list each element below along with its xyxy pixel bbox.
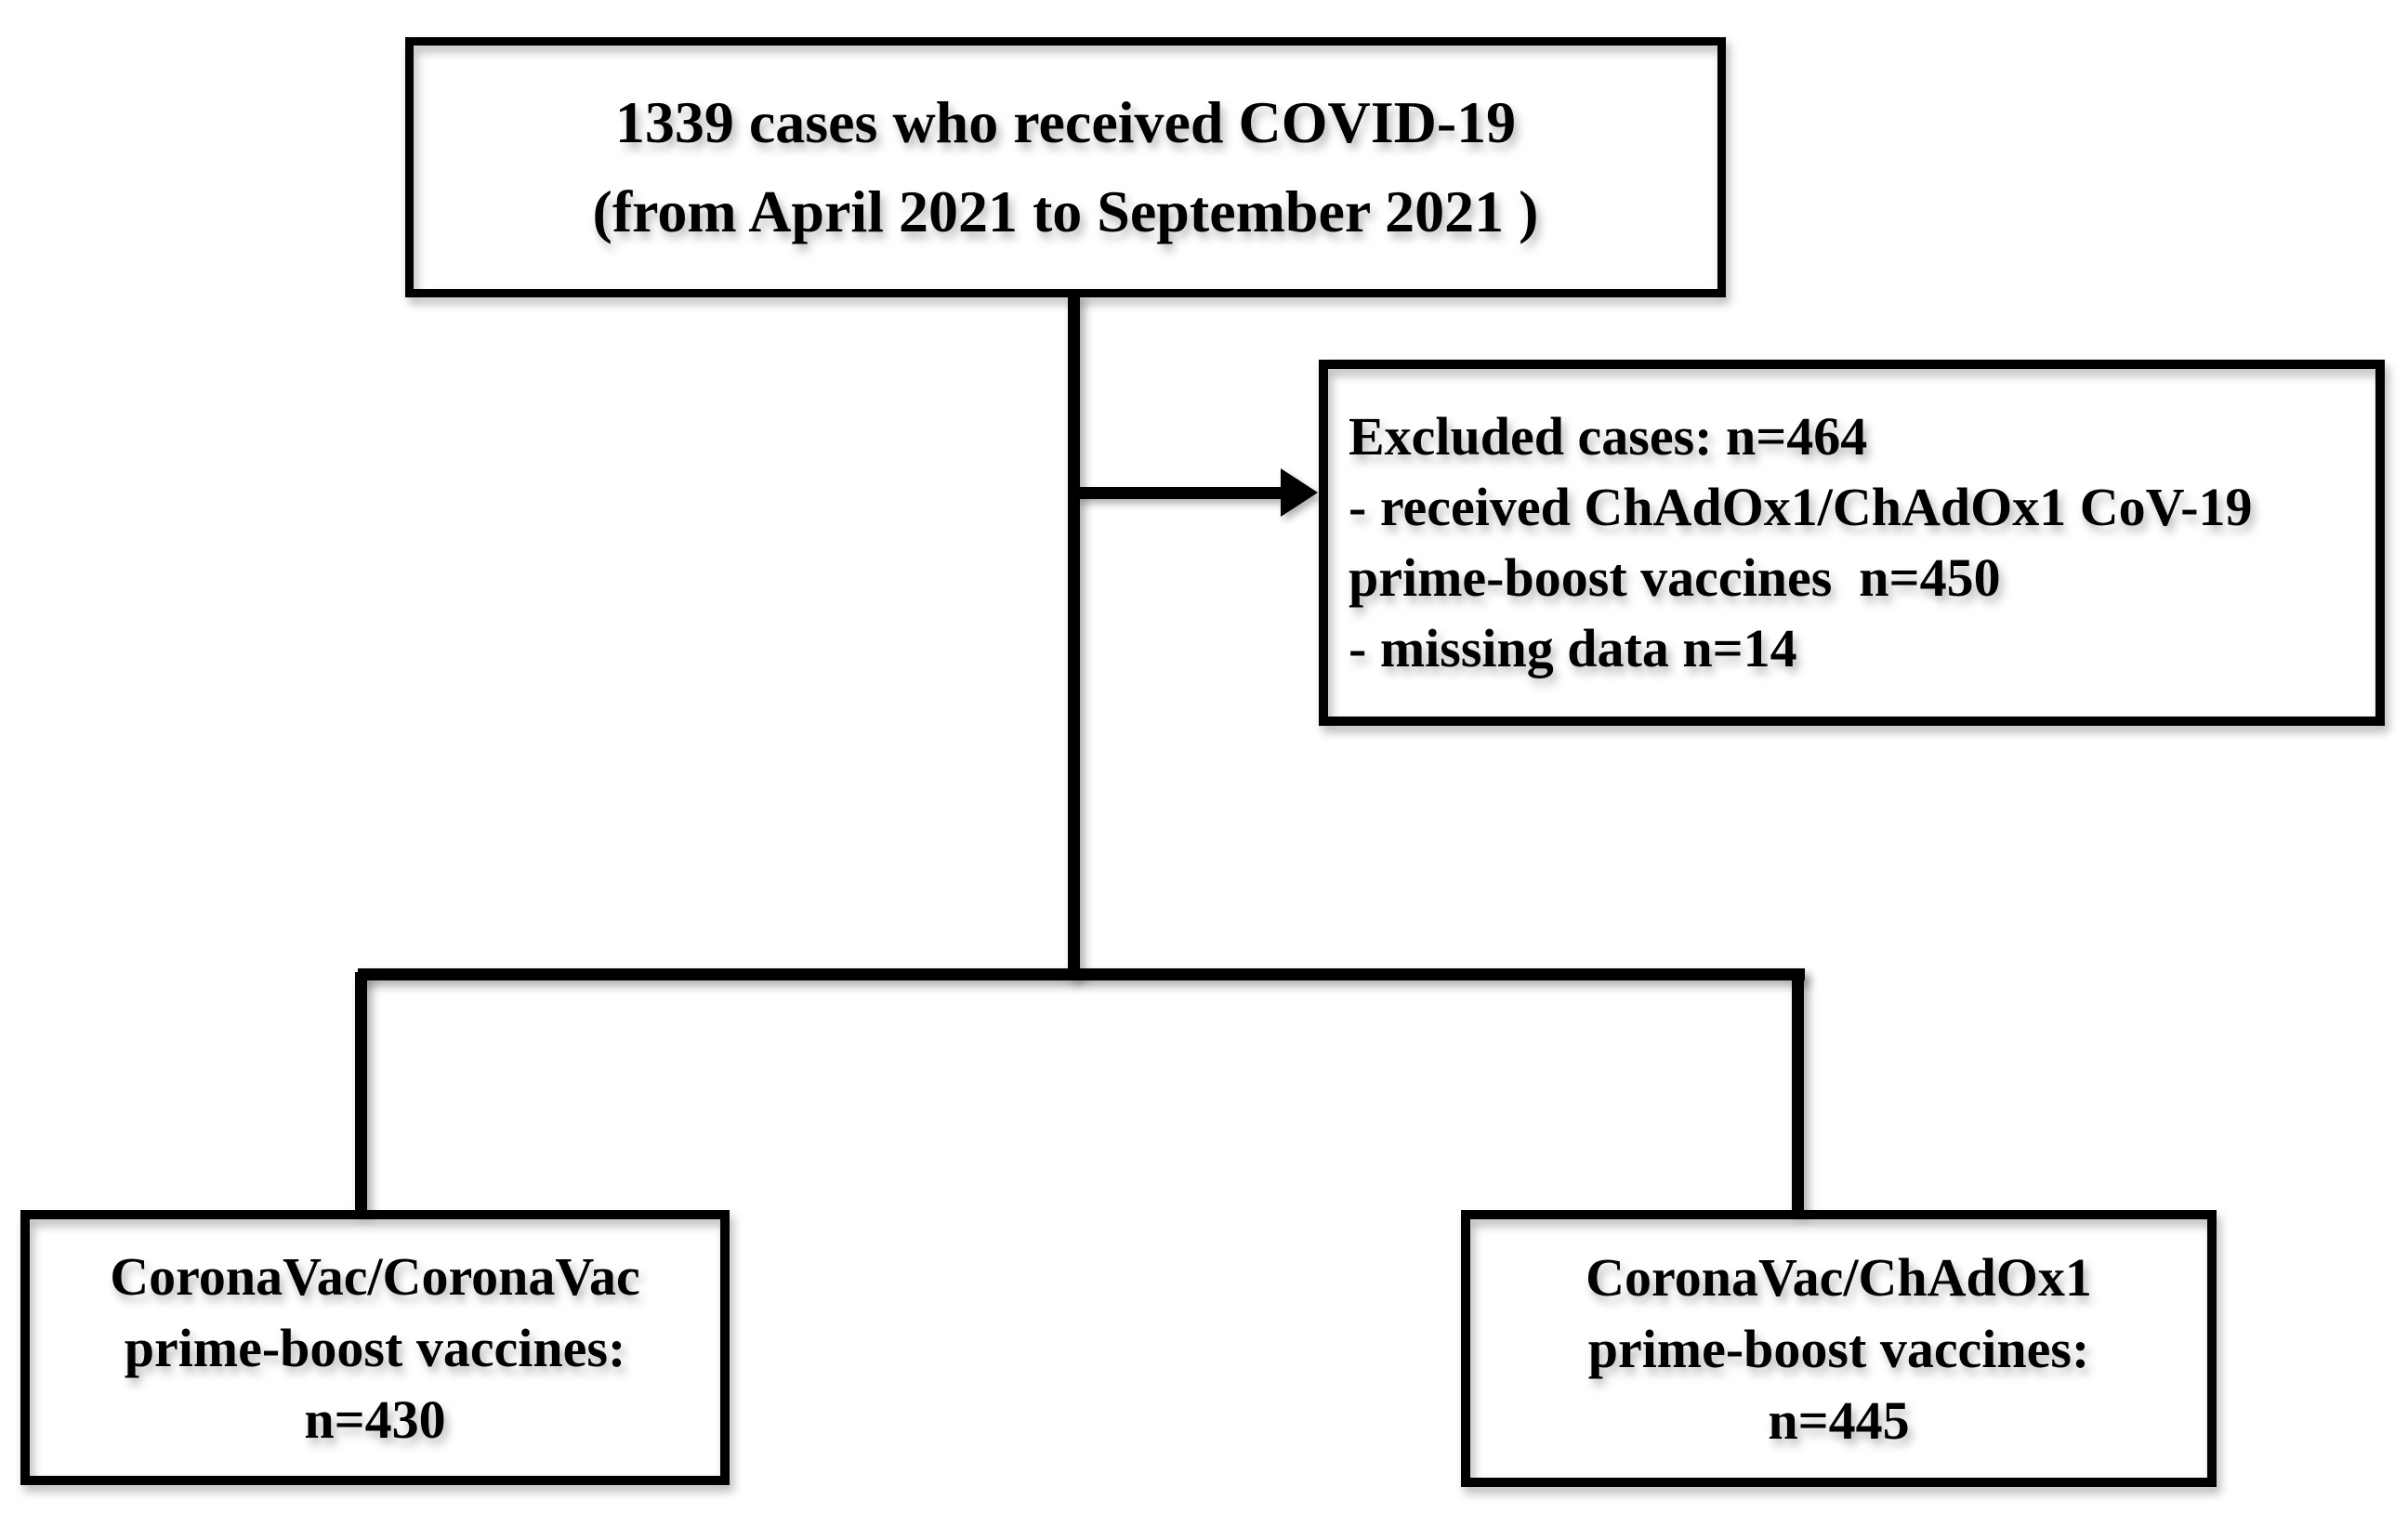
right-box-line-1: CoronaVac/ChAdOx1 — [1586, 1246, 2092, 1308]
exclusion-arrow — [1076, 468, 1318, 517]
enrollment-box: 1339 cases who received COVID-19 (from A… — [405, 37, 1726, 297]
connector-horizontal-branch — [358, 968, 1805, 980]
exclusion-line-1: Excluded cases: n=464 — [1349, 406, 1868, 467]
arrow-head-icon — [1281, 468, 1318, 517]
right-box-line-2: prime-boost vaccines: — [1587, 1318, 2090, 1379]
left-box-line-2: prime-boost vaccines: — [124, 1317, 626, 1378]
left-box-line-3: n=430 — [304, 1388, 446, 1450]
enrollment-line-2: (from April 2021 to September 2021 ) — [592, 178, 1539, 244]
connector-vertical-main — [1068, 294, 1080, 978]
left-box-line-1: CoronaVac/CoronaVac — [110, 1245, 640, 1307]
exclusion-box: Excluded cases: n=464 - received ChAdOx1… — [1319, 360, 2385, 726]
enrollment-line-1: 1339 cases who received COVID-19 — [614, 89, 1517, 155]
exclusion-line-2: - received ChAdOx1/ChAdOx1 CoV-19 — [1349, 477, 2253, 537]
exclusion-line-4: - missing data n=14 — [1349, 618, 1797, 678]
coronavac-chadox1-box: CoronaVac/ChAdOx1 prime-boost vaccines: … — [1461, 1210, 2217, 1487]
connector-vertical-left-branch — [355, 972, 367, 1212]
exclusion-arrow-shaft — [1076, 487, 1283, 499]
connector-vertical-right-branch — [1792, 972, 1804, 1212]
exclusion-line-3: prime-boost vaccines n=450 — [1349, 547, 2001, 608]
right-box-line-3: n=445 — [1768, 1389, 1910, 1451]
coronavac-coronavac-box: CoronaVac/CoronaVac prime-boost vaccines… — [20, 1210, 730, 1485]
